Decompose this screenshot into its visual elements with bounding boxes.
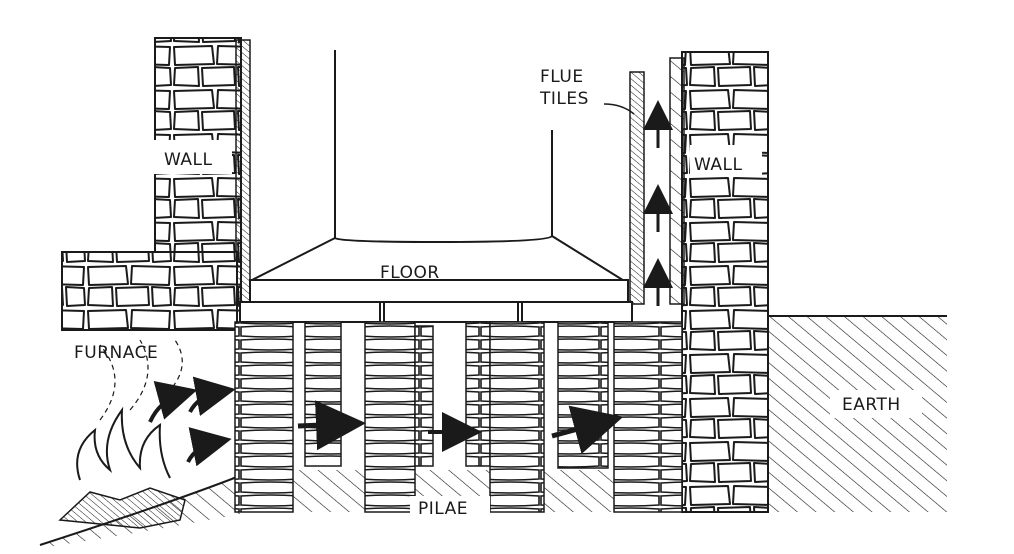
pilae-stacks xyxy=(234,321,683,513)
furnace-label: FURNACE xyxy=(74,343,158,363)
room-basin xyxy=(251,50,627,283)
furnace-fire xyxy=(58,339,236,529)
wall-right-label: WALL xyxy=(694,155,742,175)
flue-label-line1: FLUE xyxy=(540,67,584,87)
left-wall xyxy=(61,37,251,331)
floor-label: FLOOR xyxy=(380,263,440,283)
hot-air-arrows xyxy=(297,400,624,454)
earth-ground xyxy=(765,315,947,512)
floor-slab xyxy=(239,279,633,323)
flue-label-line2: TILES xyxy=(539,89,589,109)
flue-tiles xyxy=(603,71,645,305)
pilae-label: PILAE xyxy=(418,499,468,519)
wall-left-label: WALL xyxy=(164,150,212,170)
right-wall xyxy=(669,51,769,513)
earth-label: EARTH xyxy=(842,395,901,415)
